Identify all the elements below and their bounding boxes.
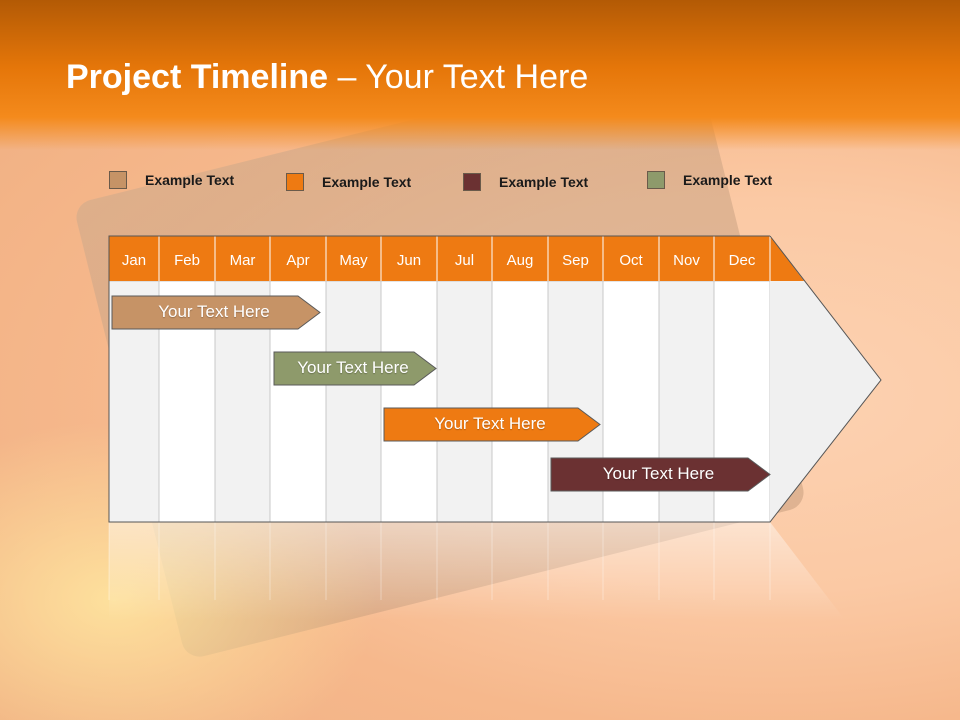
month-label-jan: Jan — [122, 252, 146, 269]
task-arrow-1 — [111, 295, 321, 330]
task-arrow-2 — [273, 351, 437, 386]
month-label-dec: Dec — [729, 252, 756, 269]
month-labels: Jan Feb Mar Apr May Jun Jul Aug Sep Oct Nov Dec — [122, 252, 756, 269]
task-label-4: Your Text Here — [602, 464, 715, 483]
month-bar-fill — [109, 236, 770, 281]
timeline-reflection — [108, 522, 845, 620]
task-label-3: Your Text Here — [434, 414, 546, 433]
header-bar — [0, 0, 960, 150]
legend-swatch-1 — [109, 171, 127, 189]
month-label-aug: Aug — [507, 252, 534, 269]
month-column-jun — [380, 280, 438, 523]
month-label-oct: Oct — [619, 252, 643, 269]
timeline-frame — [108, 235, 882, 523]
legend-label-3: Example Text — [499, 174, 589, 190]
month-header-bar — [109, 236, 804, 281]
legend-label-4: Example Text — [683, 172, 773, 188]
reflection-area — [109, 522, 845, 620]
month-column-may — [325, 280, 382, 523]
month-label-mar: Mar — [230, 252, 256, 269]
frame-outline — [108, 235, 882, 523]
month-label-jul: Jul — [455, 252, 474, 269]
month-label-may: May — [339, 252, 368, 269]
task-label-2: Your Text Here — [297, 358, 409, 377]
month-label-nov: Nov — [673, 252, 700, 269]
slide-title: Project Timeline – Your Text Here — [66, 58, 588, 97]
task-arrow-3 — [383, 407, 601, 442]
month-label-jun: Jun — [397, 252, 421, 269]
task-arrows — [111, 295, 771, 492]
arrow-tip-fill — [770, 236, 881, 522]
legend-swatch-3 — [463, 173, 481, 191]
legend-item-2: Example Text — [286, 172, 411, 192]
title-bold: Project Timeline — [66, 58, 329, 96]
legend-swatch-2 — [286, 173, 304, 191]
legend-swatch-4 — [647, 171, 665, 189]
month-label-sep: Sep — [562, 252, 589, 269]
month-label-apr: Apr — [286, 252, 309, 269]
title-rest: – Your Text Here — [328, 58, 589, 96]
timeline-arrow-tip — [770, 236, 881, 522]
task-arrow-4 — [550, 457, 771, 492]
legend-item-4: Example Text — [647, 170, 772, 190]
month-column-jul — [436, 280, 493, 523]
legend-item-1: Example Text — [109, 170, 234, 190]
month-label-feb: Feb — [174, 252, 200, 269]
legend-label-2: Example Text — [322, 174, 412, 190]
task-label-1: Your Text Here — [158, 302, 270, 321]
legend-label-1: Example Text — [145, 172, 235, 188]
legend-item-3: Example Text — [463, 172, 588, 192]
month-column-aug — [491, 280, 549, 523]
